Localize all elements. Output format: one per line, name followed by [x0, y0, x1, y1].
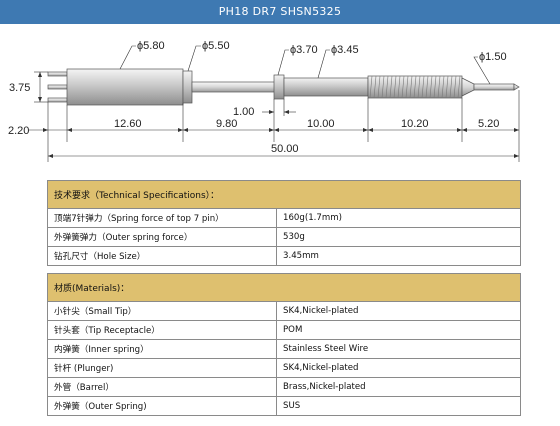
material-part: 针头套（Tip Receptacle） — [47, 320, 277, 340]
ring-diameter-label: ϕ3.70 — [290, 44, 318, 56]
barrel-length-label: 12.60 — [114, 118, 142, 130]
spring-taper — [461, 77, 475, 97]
page-title: PH18 DR7 SHSN5325 — [0, 0, 560, 24]
tip-height-label: 3.75 — [9, 82, 30, 94]
collar-gap-label: 9.80 — [216, 118, 237, 130]
plunger-body — [283, 77, 369, 97]
material-part: 小针尖（Small Tip） — [47, 301, 277, 321]
plunger-diameter-label: ϕ3.45 — [331, 44, 359, 56]
probe-tip — [473, 83, 515, 91]
spec-label: 顶端7针弹力（Spring force of top 7 pin） — [47, 208, 277, 228]
materials-table: 材质(Materials)： 小针尖（Small Tip） SK4,Nickel… — [47, 273, 521, 416]
material-value: POM — [276, 320, 521, 340]
total-length-label: 50.00 — [271, 143, 299, 155]
spec-label: 外弹簧弹力（Outer spring force） — [47, 227, 277, 247]
spec-label: 钻孔尺寸（Hole Size） — [47, 246, 277, 266]
collar — [182, 70, 193, 104]
table-row: 小针尖（Small Tip） SK4,Nickel-plated — [47, 301, 521, 321]
ring-gap-label: 10.00 — [307, 118, 335, 130]
crown-pin — [47, 97, 68, 103]
dimension-arrows — [38, 72, 519, 158]
table-row: 外弹簧弹力（Outer spring force） 530g — [47, 227, 521, 247]
material-value: SUS — [276, 396, 521, 416]
technical-specifications-table: 技术要求（Technical Specifications）： 顶端7针弹力（S… — [47, 180, 521, 266]
barrel-diameter-label: ϕ5.80 — [137, 40, 165, 52]
tip-diameter-label: ϕ1.50 — [479, 51, 507, 63]
plunger-shaft — [191, 81, 277, 93]
table-row: 外管（Barrel） Brass,Nickel-plated — [47, 377, 521, 397]
dimension-lines — [28, 45, 520, 162]
material-value: Stainless Steel Wire — [276, 339, 521, 359]
probe-tip-point — [513, 83, 520, 91]
spec-value: 160g(1.7mm) — [276, 208, 521, 228]
spec-value: 530g — [276, 227, 521, 247]
crown-pin — [47, 71, 68, 77]
table-row: 针杆 (Plunger) SK4,Nickel-plated — [47, 358, 521, 378]
material-part: 针杆 (Plunger) — [47, 358, 277, 378]
tip-length-label: 5.20 — [478, 118, 499, 130]
crown-pin — [47, 84, 68, 90]
material-part: 外弹簧（Outer Spring) — [47, 396, 277, 416]
table-row: 顶端7针弹力（Spring force of top 7 pin） 160g(1… — [47, 208, 521, 228]
material-value: Brass,Nickel-plated — [276, 377, 521, 397]
probe-illustration — [47, 68, 520, 106]
table-row: 钻孔尺寸（Hole Size） 3.45mm — [47, 246, 521, 266]
material-value: SK4,Nickel-plated — [276, 358, 521, 378]
crown-length-label: 2.20 — [8, 125, 29, 137]
technical-specifications-header: 技术要求（Technical Specifications）： — [47, 180, 521, 209]
plunger-ring — [273, 74, 285, 100]
spring-coils — [369, 75, 461, 99]
table-header: 技术要求（Technical Specifications）： — [47, 180, 521, 209]
probe-technical-drawing: ϕ5.80 ϕ5.50 ϕ3.70 ϕ3.45 ϕ1.50 3.75 1.00 … — [8, 40, 520, 162]
barrel — [66, 68, 184, 106]
table-header: 材质(Materials)： — [47, 273, 521, 302]
table-row: 针头套（Tip Receptacle） POM — [47, 320, 521, 340]
collar-diameter-label: ϕ5.50 — [202, 40, 230, 52]
ring-length-label: 1.00 — [233, 106, 254, 118]
materials-header: 材质(Materials)： — [47, 273, 521, 302]
table-row: 内弹簧（Inner spring） Stainless Steel Wire — [47, 339, 521, 359]
material-part: 外管（Barrel） — [47, 377, 277, 397]
spec-value: 3.45mm — [276, 246, 521, 266]
spring-length-label: 10.20 — [401, 118, 429, 130]
material-value: SK4,Nickel-plated — [276, 301, 521, 321]
table-row: 外弹簧（Outer Spring) SUS — [47, 396, 521, 416]
material-part: 内弹簧（Inner spring） — [47, 339, 277, 359]
